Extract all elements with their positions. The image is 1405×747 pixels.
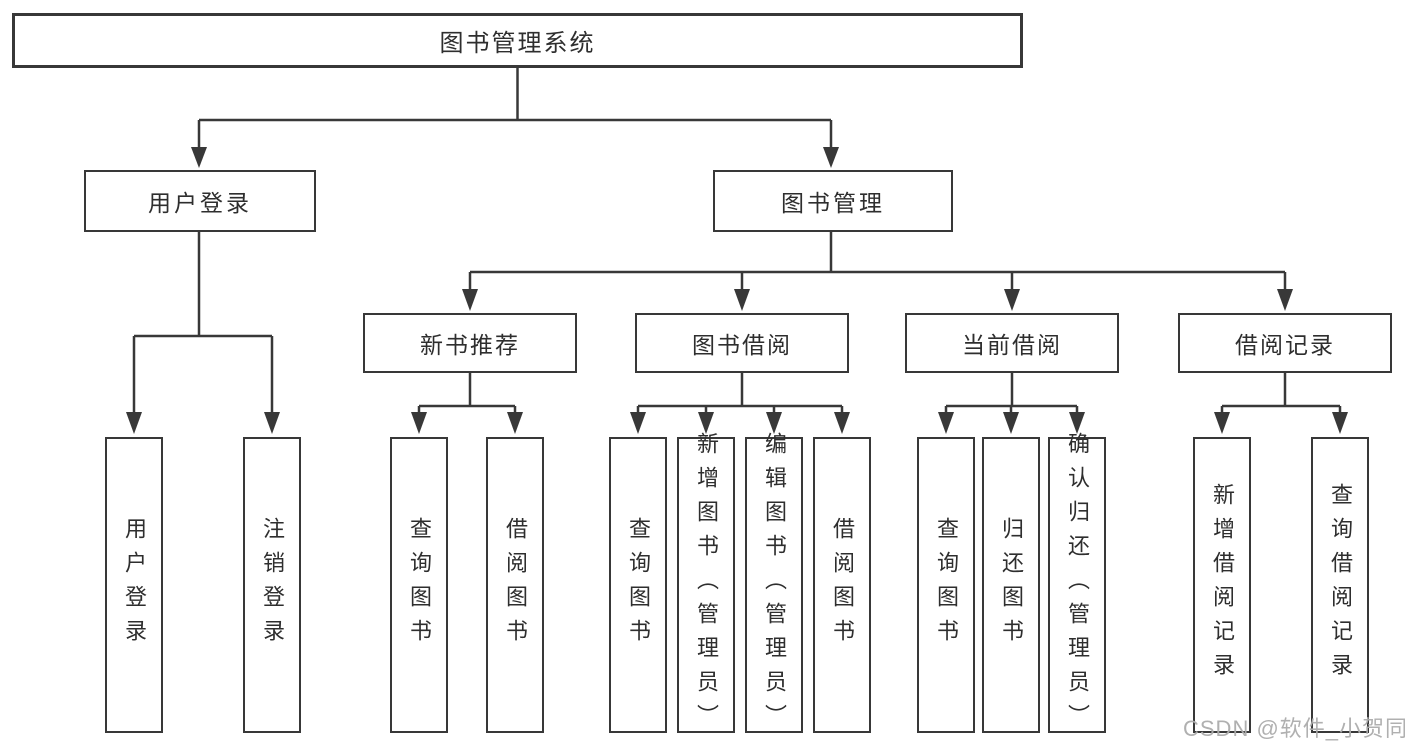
leaf-borrow-books-2: 借阅图书 xyxy=(813,437,871,733)
leaf-query-borrow-record: 查询借阅记录 xyxy=(1311,437,1369,733)
connector-borrow-record-to-leaves xyxy=(1214,373,1348,434)
leaf-label: 查询借阅记录 xyxy=(1328,483,1353,687)
node-current-borrowing: 当前借阅 xyxy=(905,313,1119,373)
leaf-add-books-admin: 新增图书（管理员） xyxy=(677,432,735,738)
leaf-edit-books-admin: 编辑图书（管理员） xyxy=(745,432,803,738)
connector-user-login-to-leaves xyxy=(126,232,280,434)
node-book-management-branch: 图书管理 xyxy=(713,170,953,232)
leaf-user-login: 用户登录 xyxy=(105,437,163,733)
leaf-add-borrow-record: 新增借阅记录 xyxy=(1193,437,1251,733)
node-label: 图书管理 xyxy=(781,190,885,216)
leaf-query-books-2: 查询图书 xyxy=(609,437,667,733)
leaf-logout: 注销登录 xyxy=(243,437,301,733)
connector-book-mgmt-to-level3 xyxy=(462,232,1293,311)
leaf-label: 确认归还（管理员） xyxy=(1065,432,1090,738)
node-label: 当前借阅 xyxy=(962,332,1062,358)
leaf-label: 归还图书 xyxy=(999,517,1024,653)
node-book-borrowing: 图书借阅 xyxy=(635,313,849,373)
leaf-confirm-return-admin: 确认归还（管理员） xyxy=(1048,432,1106,738)
connector-current-borrow-to-leaves xyxy=(938,373,1085,434)
connector-book-borrow-to-leaves xyxy=(630,373,850,434)
connector-new-book-to-leaves xyxy=(411,373,523,434)
leaf-borrow-books-1: 借阅图书 xyxy=(486,437,544,733)
node-borrowing-records: 借阅记录 xyxy=(1178,313,1392,373)
leaf-query-books-3: 查询图书 xyxy=(917,437,975,733)
node-new-book-recommendation: 新书推荐 xyxy=(363,313,577,373)
leaf-label: 新增借阅记录 xyxy=(1210,483,1235,687)
leaf-query-books-1: 查询图书 xyxy=(390,437,448,733)
node-label: 新书推荐 xyxy=(420,332,520,358)
leaf-label: 注销登录 xyxy=(260,517,285,653)
node-label: 图书借阅 xyxy=(692,332,792,358)
leaf-label: 编辑图书（管理员） xyxy=(762,432,787,738)
leaf-label: 用户登录 xyxy=(122,517,147,653)
node-library-management-system: 图书管理系统 xyxy=(12,13,1023,68)
connector-root-to-level2 xyxy=(191,68,839,168)
node-label: 用户登录 xyxy=(148,190,252,216)
leaf-label: 借阅图书 xyxy=(830,517,855,653)
leaf-label: 查询图书 xyxy=(934,517,959,653)
leaf-label: 新增图书（管理员） xyxy=(694,432,719,738)
node-user-login-branch: 用户登录 xyxy=(84,170,316,232)
node-label: 借阅记录 xyxy=(1235,332,1335,358)
node-label: 图书管理系统 xyxy=(439,30,596,57)
leaf-label: 借阅图书 xyxy=(503,517,528,653)
csdn-watermark: CSDN @软件_小贺同学 xyxy=(1183,716,1405,741)
leaf-return-books: 归还图书 xyxy=(982,437,1040,733)
leaf-label: 查询图书 xyxy=(407,517,432,653)
leaf-label: 查询图书 xyxy=(626,517,651,653)
